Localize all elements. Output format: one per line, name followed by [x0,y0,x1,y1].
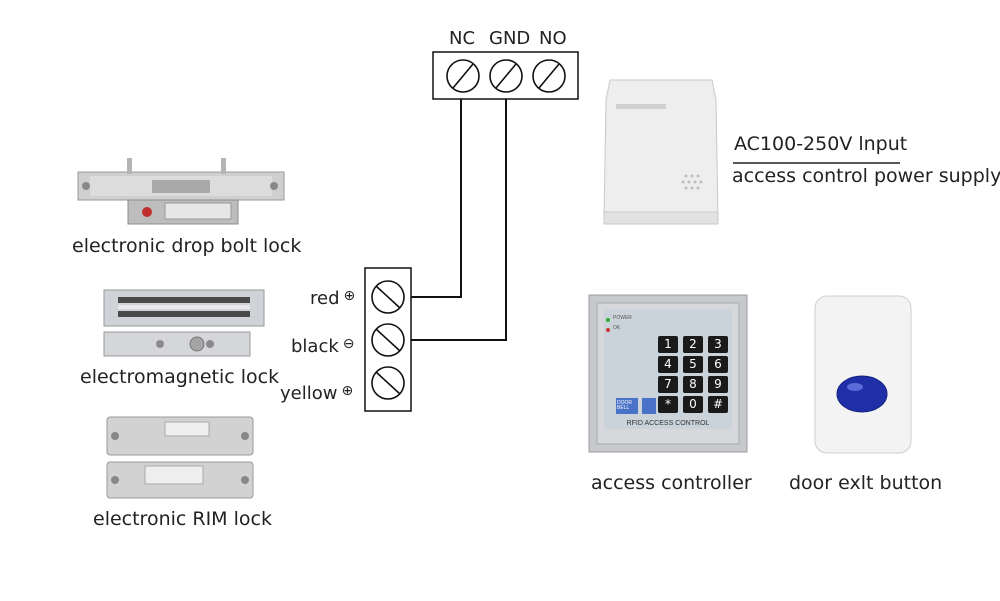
relay-screw-nc [446,59,480,93]
relay-screw-gnd [489,59,523,93]
keypad-key[interactable]: 6 [708,356,728,373]
power-supply-caption: access control power supply [732,165,1000,187]
exit-button-caption: door exlt button [789,472,943,494]
drop-bolt-lock-caption: electronic drop bolt lock [72,235,302,257]
plus-symbol-icon: ⊕ [343,288,356,304]
minus-symbol-icon: ⊖ [342,336,355,352]
keypad-key[interactable]: 1 [658,336,678,353]
keypad-key[interactable]: 0 [683,396,703,413]
keypad-key[interactable]: 5 [683,356,703,373]
terminal-color-black: black [291,336,339,357]
access-controller-caption: access controller [591,472,752,494]
relay-label-gnd: GND [489,28,531,49]
keypad-key[interactable]: 8 [683,376,703,393]
relay-screw-no [532,59,566,93]
wire-nc-red [411,99,462,298]
keypad-key[interactable]: 4 [658,356,678,373]
terminal-label-black: black⊖ [291,336,355,357]
lock-screw-red [371,280,405,314]
power-supply-input-text: AC100-250V lnput [734,133,908,155]
terminal-label-yellow: yellow⊕ [280,383,353,404]
door-bell-key-label: DOOR BELL [617,400,632,411]
plus-symbol-icon: ⊕ [341,383,354,399]
electromagnetic-lock-image [103,289,265,357]
keypad-key[interactable]: 7 [658,376,678,393]
keypad-key[interactable]: 3 [708,336,728,353]
terminal-color-red: red [310,288,340,309]
rim-lock-caption: electronic RIM lock [93,508,272,530]
terminal-color-yellow: yellow [280,383,338,404]
lock-screw-yellow [371,366,405,400]
led-power-label: POWER [613,315,632,321]
terminal-label-red: red⊕ [310,288,355,309]
drop-bolt-lock-image [77,158,285,225]
rim-lock-image [106,416,254,499]
relay-label-nc: NC [449,28,476,49]
electromagnetic-lock-caption: electromagnetic lock [80,366,280,388]
lock-screw-black [371,323,405,357]
access-controller-image [588,294,748,453]
controller-panel-text: RFID ACCESS CONTROL [626,420,710,427]
relay-label-no: NO [539,28,567,49]
power-supply-image [603,79,719,225]
keypad-key[interactable]: # [708,396,728,413]
keypad-key[interactable]: 9 [708,376,728,393]
wire-gnd-black [411,99,507,341]
keypad-key[interactable]: 2 [683,336,703,353]
led-ok-label: OK [613,325,621,331]
keypad-key[interactable]: * [658,396,678,413]
exit-button-image [814,295,912,454]
